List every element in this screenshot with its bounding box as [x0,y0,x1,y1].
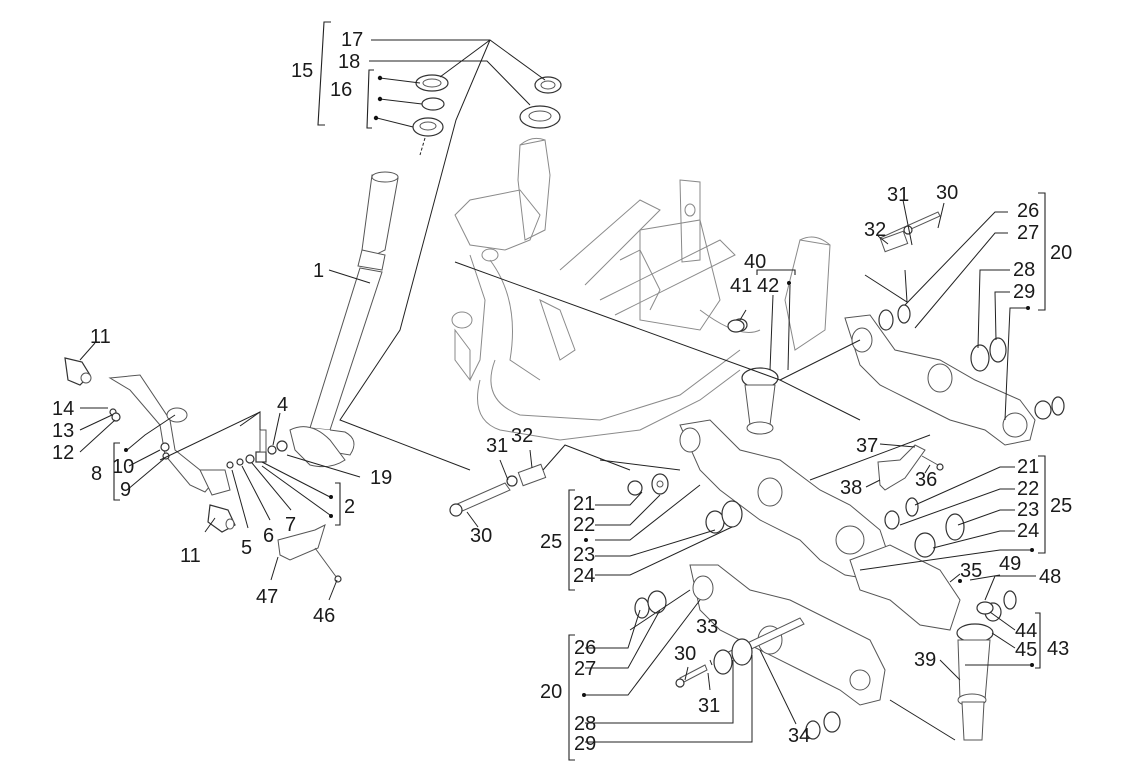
callout-18: 18 [338,51,360,73]
callout-4: 4 [277,394,288,416]
callout-21-left: 21 [573,493,595,515]
callout-29-right: 29 [1013,281,1035,303]
callout-17: 17 [341,29,363,51]
callout-1: 1 [313,260,324,282]
callout-7: 7 [285,514,296,536]
callout-38: 38 [840,477,862,499]
callout-16: 16 [330,79,352,101]
callout-22-left: 22 [573,514,595,536]
callout-6: 6 [263,525,274,547]
group-bullets [124,75,1034,697]
callout-21-right: 21 [1017,456,1039,478]
callout-27-right: 27 [1017,222,1039,244]
callout-47: 47 [256,586,278,608]
callout-15: 15 [291,60,313,82]
callout-11-upper: 11 [90,326,111,348]
callout-24-left: 24 [573,565,595,587]
callout-28-right: 28 [1013,259,1035,281]
callout-9: 9 [120,479,131,501]
swing-arm-center [679,419,891,581]
callout-26-bottom: 26 [574,637,596,659]
callout-22-right: 22 [1017,478,1039,500]
frame-pivot-40 [727,319,779,435]
shock-mount-43 [956,601,994,741]
callout-39: 39 [914,649,936,671]
callout-42: 42 [757,275,779,297]
callout-28-bottom: 28 [574,713,596,735]
callout-44: 44 [1015,620,1037,642]
callout-10: 10 [112,456,134,478]
swing-arm-lower [689,564,886,706]
callout-36: 36 [915,469,937,491]
callout-26-right: 26 [1017,200,1039,222]
callout-12: 12 [52,442,74,464]
callout-40: 40 [744,251,766,273]
callout-24-right: 24 [1017,520,1039,542]
callout-43: 43 [1047,638,1069,660]
callout-35: 35 [960,560,982,582]
callout-32-left: 32 [511,425,533,447]
callout-2: 2 [344,496,355,518]
callout-27-bottom: 27 [574,658,596,680]
callout-23-left: 23 [573,544,595,566]
rubber-bumper-upper [64,357,92,386]
callout-19: 19 [370,467,392,489]
small-hardware-9-10 [160,442,170,460]
callout-49: 49 [999,553,1021,575]
callout-31-left: 31 [486,435,508,457]
callout-23-right: 23 [1017,499,1039,521]
callout-41: 41 [730,275,752,297]
small-hardware-12-14 [109,408,121,422]
callout-31-right: 31 [887,184,909,206]
pivot-hardware-2-7 [226,429,288,469]
callout-30-left: 30 [470,525,492,547]
head-bearing-rings-frame [519,76,562,129]
callout-13: 13 [52,420,74,442]
callout-48: 48 [1039,566,1061,588]
swing-arm-upper-right [844,314,1036,446]
callout-45: 45 [1015,639,1037,661]
callout-31-bottom: 31 [698,695,720,717]
callout-8: 8 [91,463,102,485]
callout-34: 34 [788,725,810,747]
group-brackets [113,21,1046,761]
callout-labels: 17 18 15 16 1 11 14 13 12 8 10 9 11 4 19… [52,29,1072,755]
callout-25-right: 25 [1050,495,1072,517]
swing-arm-rear-link [849,544,961,631]
head-bearing-set [412,74,449,156]
callout-20-right: 20 [1050,242,1072,264]
callout-29-bottom: 29 [574,733,596,755]
callout-25-left: 25 [540,531,562,553]
callout-32-right: 32 [864,219,886,241]
leader-lines [79,39,1036,743]
callout-30-bottom: 30 [674,643,696,665]
callout-46: 46 [313,605,335,627]
callout-20-bottom: 20 [540,681,562,703]
brake-pedal-lever [108,374,231,496]
rubber-bumper-lower [207,504,236,533]
callout-30-right: 30 [936,182,958,204]
callout-11-lower: 11 [180,545,201,567]
callout-37: 37 [856,435,878,457]
scooter-frame [451,137,831,441]
steering-column [289,171,399,468]
callout-14: 14 [52,398,74,420]
callout-5: 5 [241,537,252,559]
bracket-37-38 [877,444,944,491]
callout-33: 33 [696,616,718,638]
